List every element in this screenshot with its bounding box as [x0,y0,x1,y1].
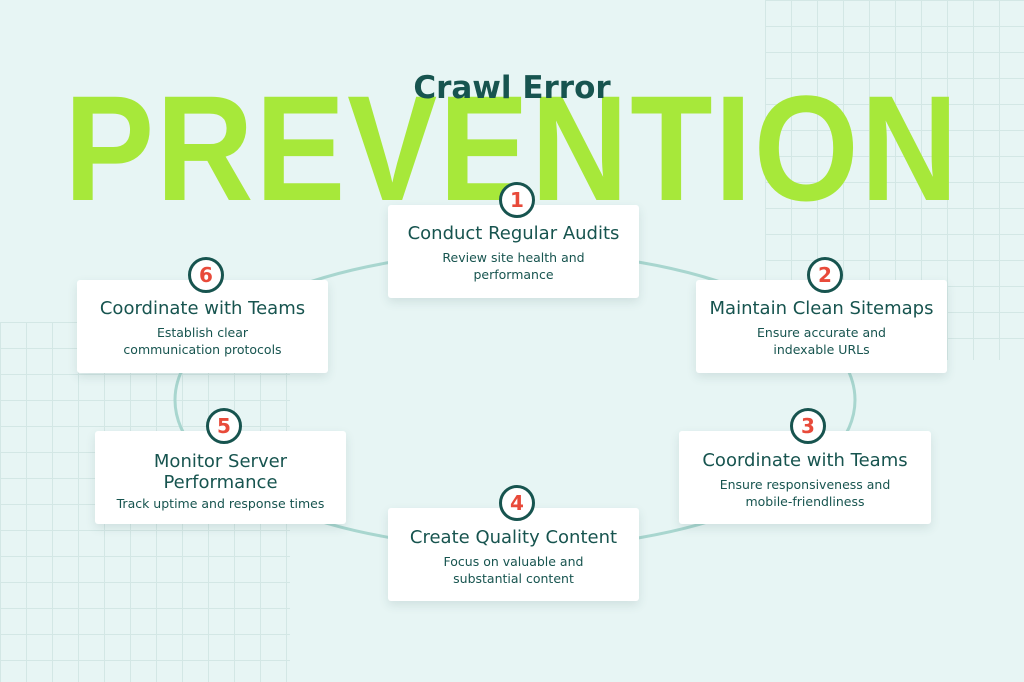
step-card-5: Monitor Server Performance Track uptime … [95,431,346,524]
step-title: Maintain Clean Sitemaps [709,298,934,319]
step-card-1: Conduct Regular Audits Review site healt… [388,205,639,298]
step-number-badge-5: 5 [206,408,242,444]
step-description: Focus on valuable and substantial conten… [443,554,584,586]
step-title: Monitor Server Performance [153,451,288,493]
step-description: Track uptime and response times [116,496,325,511]
step-title: Coordinate with Teams [99,298,306,319]
step-number-badge-3: 3 [790,408,826,444]
step-card-4: Create Quality Content Focus on valuable… [388,508,639,601]
step-title: Conduct Regular Audits [407,223,620,244]
step-number-badge-2: 2 [807,257,843,293]
title-crawl-error: Crawl Error [413,70,611,106]
step-description: Review site health and performance [442,250,585,282]
step-number-badge-4: 4 [499,485,535,521]
step-title: Coordinate with Teams [702,450,908,471]
step-title: Create Quality Content [409,527,618,548]
step-card-3: Coordinate with Teams Ensure responsiven… [679,431,931,524]
step-description: Establish clear communication protocols [123,325,282,357]
step-description: Ensure accurate and indexable URLs [757,325,886,357]
step-number-badge-6: 6 [188,257,224,293]
step-card-6: Coordinate with Teams Establish clear co… [77,280,328,373]
step-card-2: Maintain Clean Sitemaps Ensure accurate … [696,280,947,373]
step-description: Ensure responsiveness and mobile-friendl… [719,477,891,509]
step-number-badge-1: 1 [499,182,535,218]
